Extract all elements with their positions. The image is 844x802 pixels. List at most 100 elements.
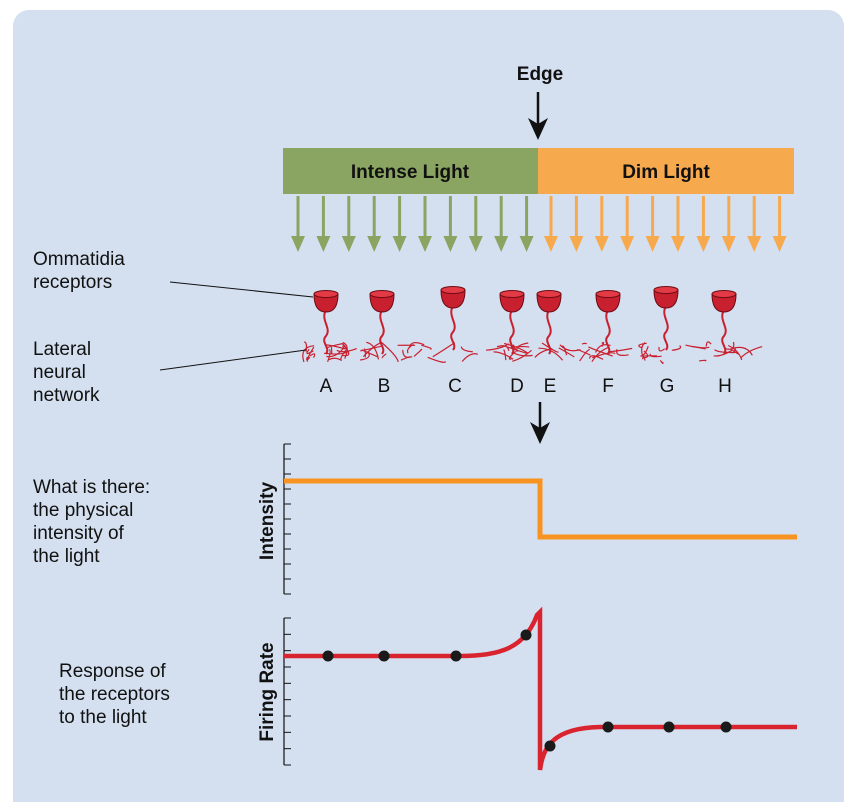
ommatidium-receptor [536, 290, 562, 355]
network-fiber [461, 353, 479, 362]
network-fiber [727, 344, 743, 361]
network-fiber [303, 341, 308, 352]
light-ray-arrow [594, 196, 609, 252]
network-fiber [413, 348, 423, 357]
light-rays [291, 196, 787, 252]
light-ray-arrow [544, 196, 558, 252]
firing-rate-axis-label: Firing Rate [257, 642, 278, 741]
network-fiber [432, 342, 456, 358]
network-fiber [713, 349, 733, 357]
firing-point-a [322, 650, 334, 662]
network-fiber [309, 353, 316, 358]
network-fiber [579, 348, 590, 362]
light-ray-arrow [772, 196, 787, 252]
lateral-neural-network [302, 341, 763, 365]
network-fiber [640, 346, 649, 357]
network-fiber [671, 345, 682, 351]
network-fiber [362, 342, 382, 358]
firing-point-f [602, 721, 614, 733]
network-fiber [705, 341, 712, 347]
network-fiber [328, 357, 343, 362]
network-fiber [642, 356, 646, 361]
receptor-letter-f: F [602, 376, 614, 397]
firing-rate-line [284, 606, 797, 771]
network-fiber [427, 356, 447, 363]
network-fiber [336, 348, 357, 353]
dim-light-label: Dim Light [622, 162, 710, 183]
light-ray-arrow [671, 196, 685, 252]
ommatidium-receptor [595, 290, 621, 355]
light-ray-arrow [341, 196, 356, 252]
ommatidium-receptor [653, 286, 679, 351]
light-ray-arrow [494, 196, 509, 252]
firing-point-e [544, 740, 556, 752]
network-fiber [512, 351, 533, 357]
ommatidium-receptor [440, 286, 466, 351]
network-fiber [306, 346, 315, 363]
ommatidium-receptor [711, 290, 737, 355]
light-ray-arrow [569, 196, 584, 252]
edge-label: Edge [517, 64, 563, 85]
light-ray-arrow [519, 196, 534, 252]
network-fiber [381, 353, 387, 359]
network-fiber [724, 341, 735, 350]
network-fiber [589, 355, 604, 360]
receptor-letter-c: C [448, 376, 462, 397]
network-fiber [591, 347, 609, 363]
network-fiber [421, 344, 432, 350]
light-ray-arrow [443, 196, 458, 252]
intensity-axis [283, 443, 291, 595]
network-fiber [366, 341, 380, 360]
light-ray-arrow [468, 196, 483, 252]
light-ray-arrow [747, 196, 762, 252]
ommatidium-receptor [369, 290, 395, 355]
network-fiber [496, 345, 510, 351]
network-fiber [658, 346, 666, 352]
light-ray-arrow [392, 196, 407, 252]
light-ray-arrow [367, 196, 382, 252]
diagram-panel [13, 10, 844, 802]
receptor-letter-g: G [660, 376, 675, 397]
receptor-letter-a: A [320, 376, 333, 397]
intense-light-bar [283, 148, 538, 194]
dim-light-bar [538, 148, 794, 194]
network-fiber [538, 347, 564, 361]
network-fiber [588, 346, 613, 357]
intense-light-label: Intense Light [351, 162, 470, 183]
network-fiber [515, 345, 530, 348]
firing-point-h [720, 721, 732, 733]
network-fiber [327, 348, 331, 363]
firing-point-c [450, 650, 462, 662]
ommatidia-pointer-line [169, 281, 314, 298]
network-fiber [400, 356, 411, 361]
intensity-step-line [284, 478, 797, 540]
light-ray-arrow [620, 196, 635, 252]
network-fiber [503, 342, 529, 354]
light-ray-arrow [316, 196, 331, 252]
intensity-axis-label: Intensity [257, 482, 278, 561]
physical-intensity-label: What is there: the physical intensity of… [33, 477, 151, 567]
network-fiber [361, 349, 379, 358]
response-label: Response of the receptors to the light [59, 661, 170, 728]
network-fiber [493, 351, 514, 360]
light-ray-arrow [645, 196, 660, 252]
light-ray-arrow [696, 196, 711, 252]
ommatidia-label: Ommatidia receptors [33, 249, 125, 293]
firing-point-d [520, 629, 532, 641]
down-arrow-icon [530, 402, 550, 444]
network-fiber [641, 355, 658, 358]
network-fiber [561, 345, 568, 356]
network-fiber [341, 343, 348, 352]
network-fiber [699, 359, 707, 362]
network-fiber [595, 344, 611, 353]
receptor-letter-b: B [378, 376, 391, 397]
network-fiber [342, 341, 348, 359]
network-pointer-line [159, 349, 307, 371]
network-fiber [659, 359, 664, 365]
receptor-letter-d: D [510, 376, 524, 397]
network-fiber [460, 346, 473, 353]
network-fiber [638, 342, 647, 349]
light-ray-arrow [418, 196, 432, 252]
network-fiber [559, 344, 581, 352]
